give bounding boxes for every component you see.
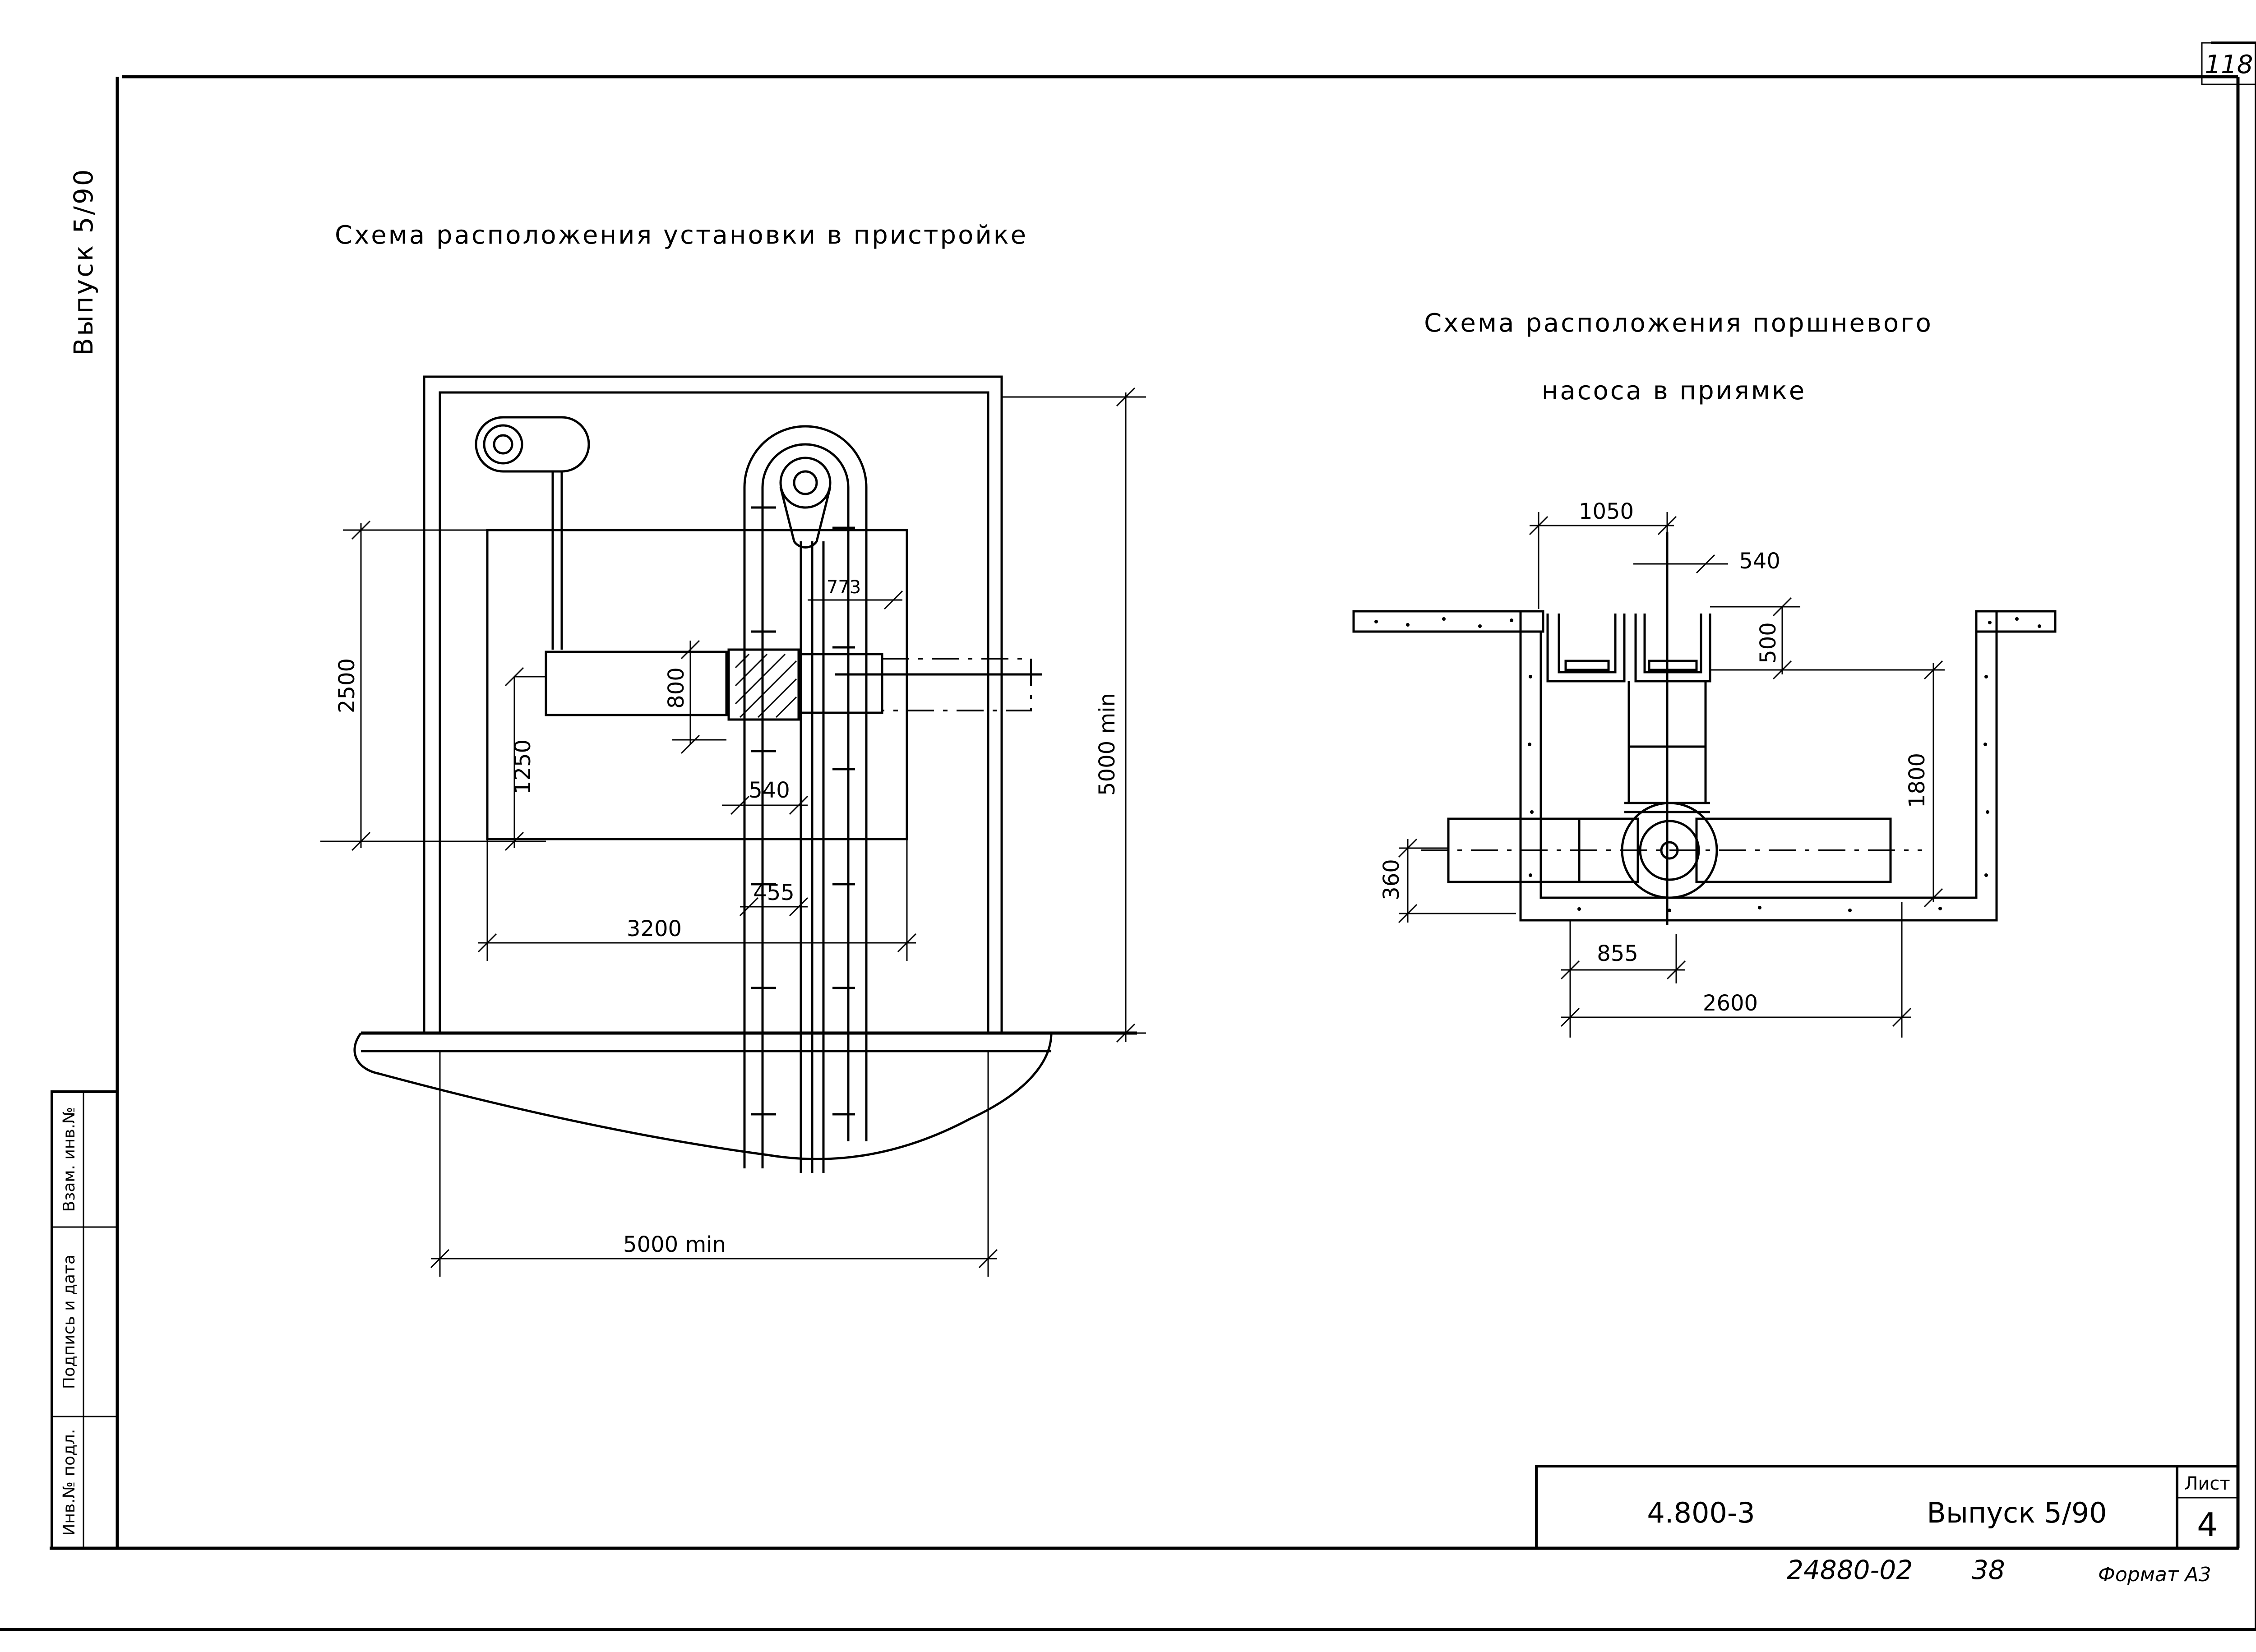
format-label: Формат А3 (2098, 1563, 2211, 1586)
left-margin-label: Выпуск 5/90 (68, 167, 99, 355)
annex-plan (353, 375, 1137, 1160)
dim-3200: 3200 (627, 916, 682, 941)
page-number: 118 (2205, 50, 2253, 79)
sheet-label: Лист (2184, 1473, 2230, 1494)
dim-1800: 1800 (1905, 753, 1930, 808)
right-drawing-title-line1: Схема расположения поршневого (1424, 309, 1933, 338)
dim-500: 500 (1756, 622, 1781, 664)
side-stamp-block (51, 1090, 119, 1550)
right-dimension-lines (1398, 512, 1945, 1038)
stamp-replaced-inventory: Взам. инв.№ (60, 1107, 79, 1212)
bucket-elevator (743, 425, 868, 1173)
left-drawing-title: Схема расположения установки в пристройк… (335, 221, 1028, 250)
dim-540-left: 540 (749, 778, 790, 803)
concrete-fill (1374, 617, 2041, 912)
dim-360: 360 (1379, 859, 1404, 900)
left-dimension-lines (320, 387, 1146, 1277)
dim-overall-width: 5000 min (623, 1232, 726, 1257)
dim-773: 773 (827, 577, 861, 598)
dim-455: 455 (753, 880, 795, 905)
dim-540-right: 540 (1739, 549, 1780, 574)
registration-number: 24880-02 (1787, 1555, 1913, 1585)
dim-1250: 1250 (510, 739, 536, 794)
stamp-original-inventory: Инв.№ подл. (60, 1429, 79, 1536)
dim-855: 855 (1597, 941, 1638, 966)
designation: 4.800-3 (1647, 1496, 1755, 1529)
pump-pit (1352, 532, 2057, 925)
pump-pipe (545, 648, 1042, 721)
dim-800: 800 (664, 667, 689, 709)
sheet-number: 4 (2197, 1506, 2218, 1544)
right-drawing-title-line2: насоса в приямке (1542, 376, 1806, 406)
dim-1050: 1050 (1579, 499, 1634, 524)
footer-number: 38 (1972, 1555, 2005, 1585)
title-block (1535, 1465, 2239, 1550)
winch (475, 416, 590, 650)
dim-2600: 2600 (1703, 991, 1758, 1016)
dim-overall-height: 5000 min (1095, 693, 1120, 796)
sheet-frame (0, 42, 2256, 1631)
stamp-signature-date: Подпись и дата (60, 1255, 79, 1389)
dim-2500: 2500 (334, 658, 360, 713)
issue-label: Выпуск 5/90 (1927, 1496, 2107, 1529)
